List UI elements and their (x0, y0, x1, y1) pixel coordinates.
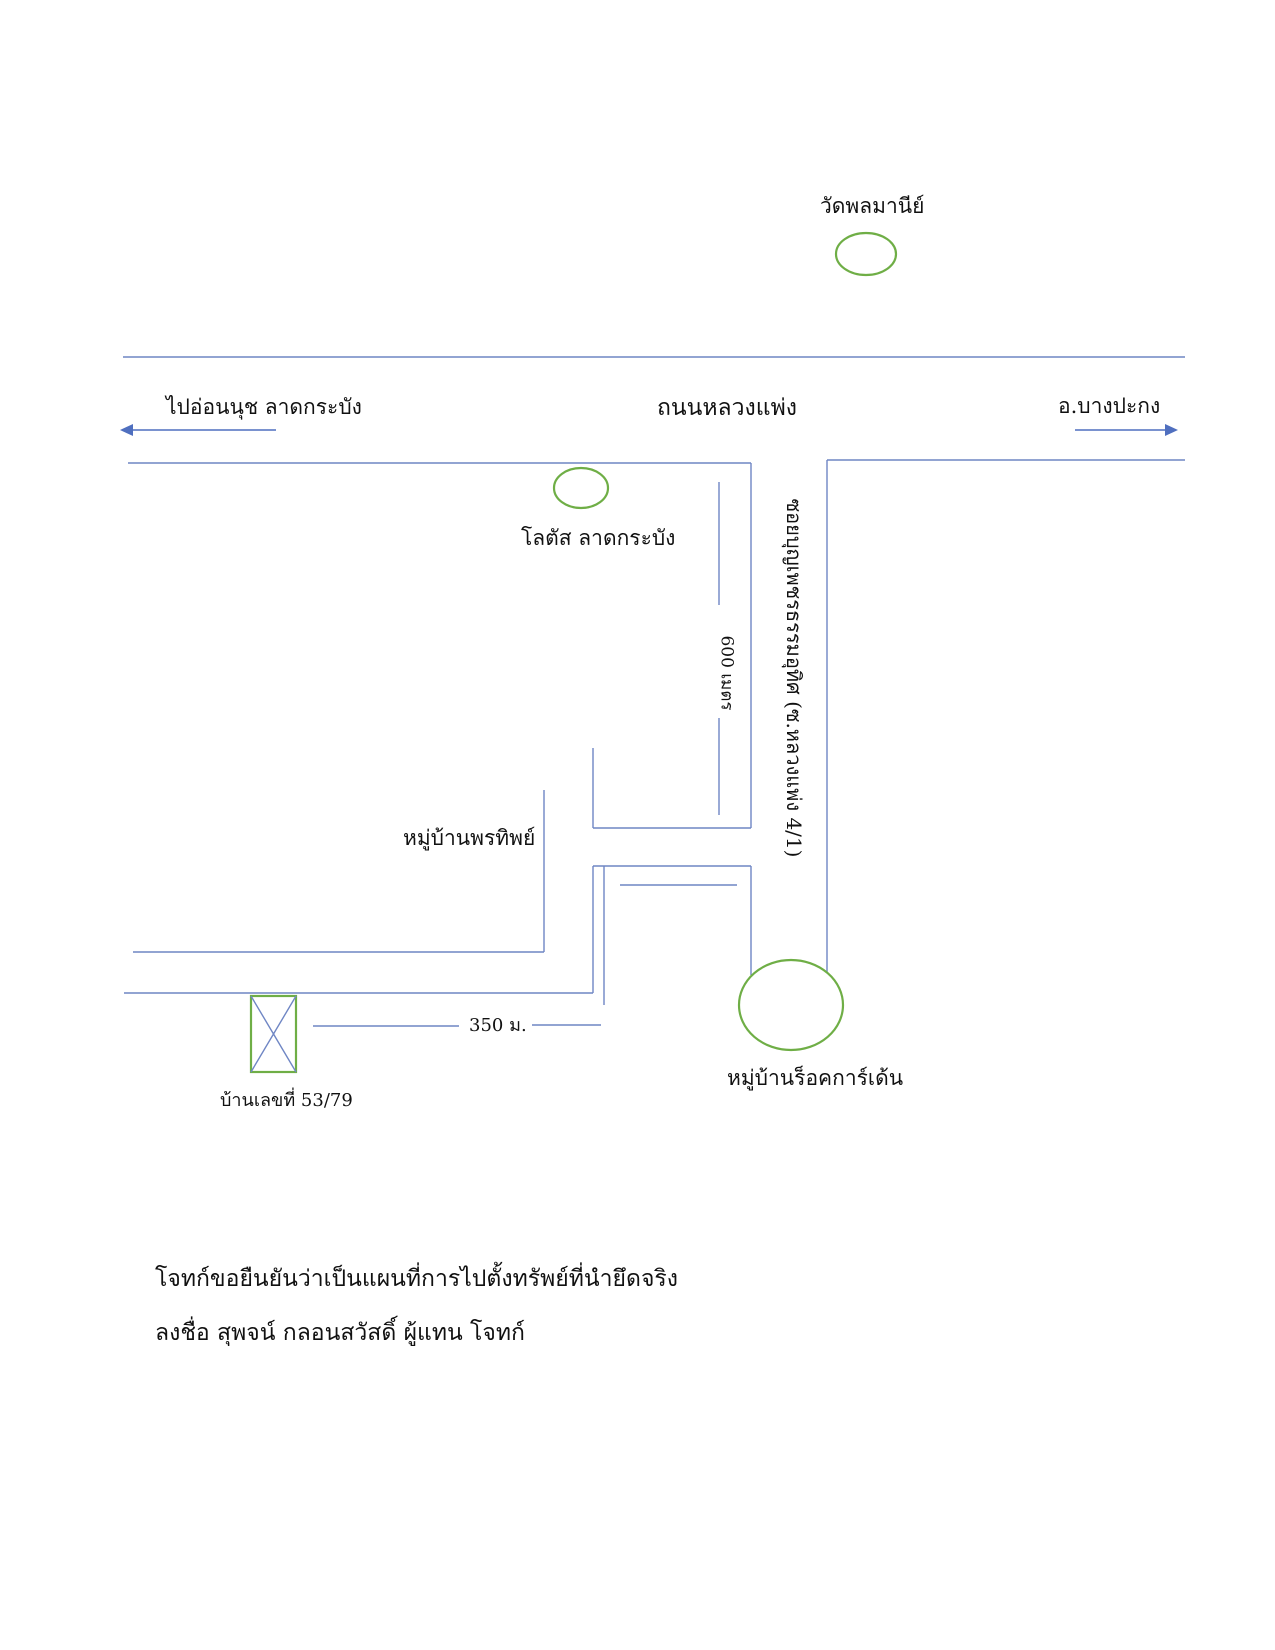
soi-distance-label: 600 เมตร (716, 635, 737, 711)
statement-line-2: ลงชื่อ สุพจน์ กลอนสวัสดิ์ ผู้แทน โจทก์ (155, 1320, 525, 1346)
west-direction-arrowhead (120, 424, 133, 436)
east-direction-label: อ.บางปะกง (1058, 394, 1161, 418)
west-direction-label: ไปอ่อนนุช ลาดกระบัง (166, 395, 362, 419)
temple-label: วัดพลมานีย์ (820, 194, 925, 218)
east-direction-arrowhead (1165, 424, 1178, 436)
distance-350-label: 350 ม. (469, 1015, 527, 1036)
rock-garden-label: หมู่บ้านร็อคการ์เด้น (727, 1066, 904, 1090)
lotus-label: โลตัส ลาดกระบัง (521, 526, 676, 550)
pornthip-village-label: หมู่บ้านพรทิพย์ (403, 826, 536, 850)
main-road-label: ถนนหลวงแพ่ง (657, 395, 797, 421)
statement-line-1: โจทก์ขอยืนยันว่าเป็นแผนที่การไปตั้งทรัพย… (155, 1266, 679, 1292)
house-marker (249, 994, 298, 1074)
temple-marker (834, 231, 898, 277)
soi-label: ซอยบุญเพชรธรรมอุทิศ (ซ.หลวงแพ่ง 4/1) (782, 498, 806, 858)
rock-garden-marker (737, 958, 845, 1052)
house-marker-cross-b (250, 995, 297, 1073)
house-label: บ้านเลขที่ 53/79 (220, 1090, 353, 1111)
lotus-marker (552, 466, 610, 510)
